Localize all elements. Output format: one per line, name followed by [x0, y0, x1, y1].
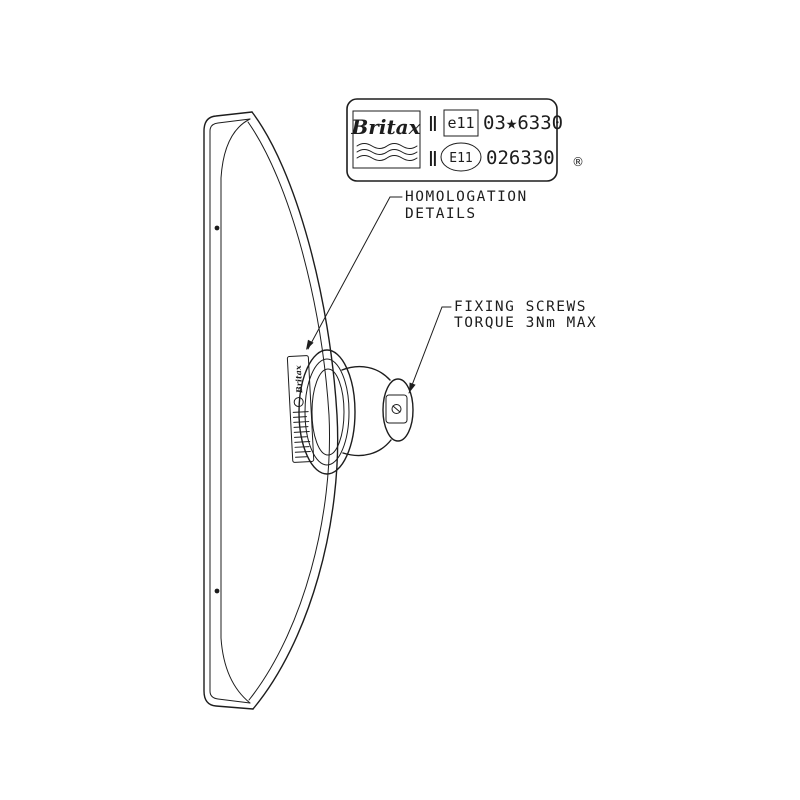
homologation-plate: Britax Ⅱ e11 03★6330 Ⅱ E11 026330 ®	[346, 98, 584, 182]
fixing-callout-line1: FIXING SCREWS	[454, 299, 587, 315]
mirror-class-mark-1: Ⅱ	[428, 112, 438, 136]
fixing-screw-slot	[392, 405, 401, 413]
homologation-leader-line	[307, 196, 403, 350]
approval-circle-2-text: E11	[449, 151, 472, 166]
mirror-back-outer-curve	[251, 111, 339, 710]
brand-logo-waves	[356, 143, 418, 161]
back-label-outline	[286, 355, 315, 463]
approval-code-1: 03★6330	[483, 112, 563, 134]
stem-bottom-line	[342, 439, 392, 457]
approval-box-1	[443, 109, 479, 137]
mount-assembly	[298, 349, 414, 475]
callout-homologation: HOMOLOGATION DETAILS	[306, 189, 528, 350]
homologation-callout-line2: DETAILS	[405, 206, 477, 222]
back-label-text-lines	[292, 411, 311, 458]
plate-outline	[346, 98, 558, 182]
homologation-leader-arrowhead	[306, 339, 314, 350]
registered-trademark-symbol: ®	[572, 155, 584, 169]
stem-top-line	[341, 365, 391, 381]
brand-logo-frame	[352, 110, 421, 169]
approval-row-1: Ⅱ e11 03★6330	[428, 109, 563, 137]
approval-box-1-text: e11	[447, 114, 474, 132]
frame-screw-top	[214, 225, 220, 231]
back-label-approval-circle	[293, 397, 304, 408]
approval-circle-2	[440, 142, 482, 172]
back-label-brand: Britax	[293, 365, 304, 394]
fixing-leader-line	[408, 306, 452, 394]
mirror-inner-frame	[209, 118, 251, 704]
approval-code-2: 026330	[486, 147, 555, 169]
back-label: Britax	[286, 355, 315, 463]
fixing-clamp-plate	[385, 394, 408, 424]
mirror-outer-edge	[203, 111, 254, 710]
mirror-class-mark-2: Ⅱ	[428, 147, 438, 171]
approval-row-2: Ⅱ E11 026330	[428, 142, 555, 172]
mount-flange-inner	[311, 368, 345, 456]
mirror-bezel-line	[220, 118, 251, 704]
fixing-screw-head	[391, 404, 402, 414]
brand-logo-text: Britax	[350, 115, 421, 139]
fixing-callout-line2: TORQUE 3Nm MAX	[454, 315, 597, 331]
ball-joint-rim	[382, 378, 414, 442]
homologation-callout-line1: HOMOLOGATION	[405, 189, 528, 205]
callout-fixing-screws: FIXING SCREWS TORQUE 3Nm MAX	[408, 299, 597, 394]
mirror-body	[203, 111, 339, 710]
frame-screw-bottom	[214, 588, 220, 594]
fixing-leader-arrowhead	[409, 382, 416, 393]
mirror-back-inner-curve	[247, 121, 331, 701]
